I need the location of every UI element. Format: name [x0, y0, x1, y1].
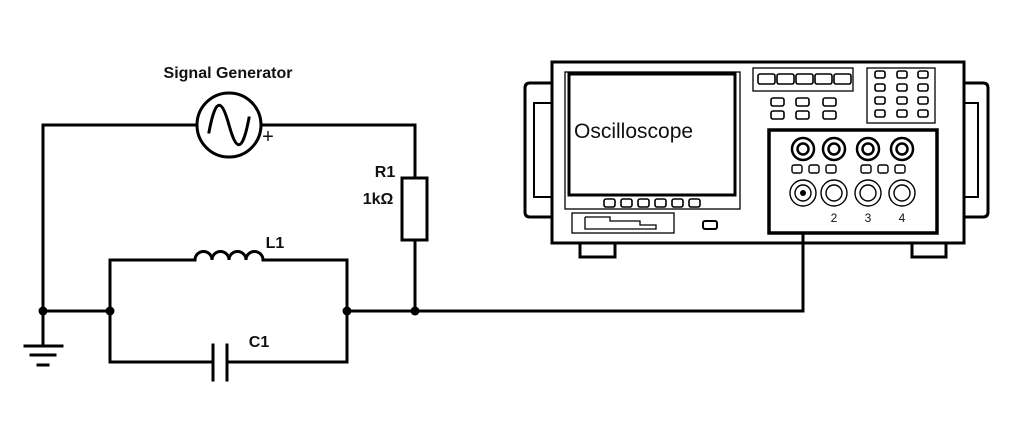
left-foot	[578, 241, 617, 259]
wire-tank-left	[108, 258, 215, 364]
channel-button	[860, 164, 872, 174]
menu-button	[770, 110, 785, 120]
keypad-button	[896, 96, 908, 105]
junctions	[38, 306, 420, 316]
channel-knob-center	[796, 142, 810, 156]
resistor-name: R1	[375, 164, 396, 181]
menu-button	[770, 97, 785, 107]
junction-dot	[410, 306, 420, 316]
softkey-button	[688, 198, 701, 208]
menu-button	[822, 97, 837, 107]
channel-knob-center	[827, 142, 841, 156]
menu-button	[795, 97, 810, 107]
wire-top-right	[259, 123, 417, 180]
wire-tank-right	[225, 258, 349, 364]
inductor-name: L1	[266, 235, 285, 252]
keypad-button	[874, 70, 886, 79]
keypad-button	[896, 83, 908, 92]
top-button	[757, 73, 776, 85]
channel-button	[825, 164, 837, 174]
top-buttons	[757, 73, 852, 85]
channel-input-center	[893, 184, 911, 202]
keypad-button	[874, 109, 886, 118]
keypad-button	[896, 70, 908, 79]
softkey-button	[637, 198, 650, 208]
right-handle	[962, 81, 990, 219]
right-foot	[910, 241, 948, 259]
channel-input-center	[859, 184, 877, 202]
junction-dot	[38, 306, 48, 316]
signal-generator-label: Signal Generator	[164, 65, 293, 82]
channel-knob-center	[895, 142, 909, 156]
channel-2-label: 2	[831, 211, 838, 225]
softkeys	[603, 198, 701, 208]
ac-source-icon	[195, 91, 263, 159]
keypad-button	[896, 109, 908, 118]
keypad-button	[917, 83, 929, 92]
wire-left	[41, 123, 199, 348]
keypad-buttons	[874, 70, 929, 118]
oscilloscope-icon	[523, 60, 990, 259]
softkey-button	[603, 198, 616, 208]
left-handle	[523, 81, 554, 219]
top-button	[795, 73, 814, 85]
softkey-button	[654, 198, 667, 208]
menu-button	[795, 110, 810, 120]
keypad-button	[874, 96, 886, 105]
channel-connectors	[789, 136, 916, 207]
oscilloscope-label: Oscilloscope	[574, 120, 693, 143]
top-button	[814, 73, 833, 85]
softkey-button	[671, 198, 684, 208]
screen-bezel	[564, 71, 741, 210]
power-button	[702, 220, 718, 230]
softkey-button	[620, 198, 633, 208]
oscilloscope-body	[550, 60, 966, 245]
capacitor-name: C1	[249, 334, 270, 351]
plus-label: +	[262, 126, 274, 148]
junction-dot	[342, 306, 352, 316]
keypad-button	[874, 83, 886, 92]
capacitor-icon	[211, 343, 229, 382]
menu-button	[822, 110, 837, 120]
channel-button	[877, 164, 889, 174]
top-button	[776, 73, 795, 85]
inductor-icon	[193, 250, 265, 262]
menu-buttons	[770, 97, 837, 120]
channel-input-center	[825, 184, 843, 202]
top-button	[833, 73, 852, 85]
channel-button	[808, 164, 820, 174]
channel-3-label: 3	[865, 211, 872, 225]
resistor-value: 1kΩ	[363, 191, 394, 208]
keypad-button	[917, 70, 929, 79]
channel-4-label: 4	[899, 211, 906, 225]
keypad-button	[917, 109, 929, 118]
screen	[567, 72, 737, 197]
junction-dot	[105, 306, 115, 316]
keypad-button	[917, 96, 929, 105]
channel-button	[791, 164, 803, 174]
resistor-icon	[400, 176, 429, 242]
channel-button	[894, 164, 906, 174]
ground-icon	[23, 344, 64, 367]
channel-knob-center	[861, 142, 875, 156]
